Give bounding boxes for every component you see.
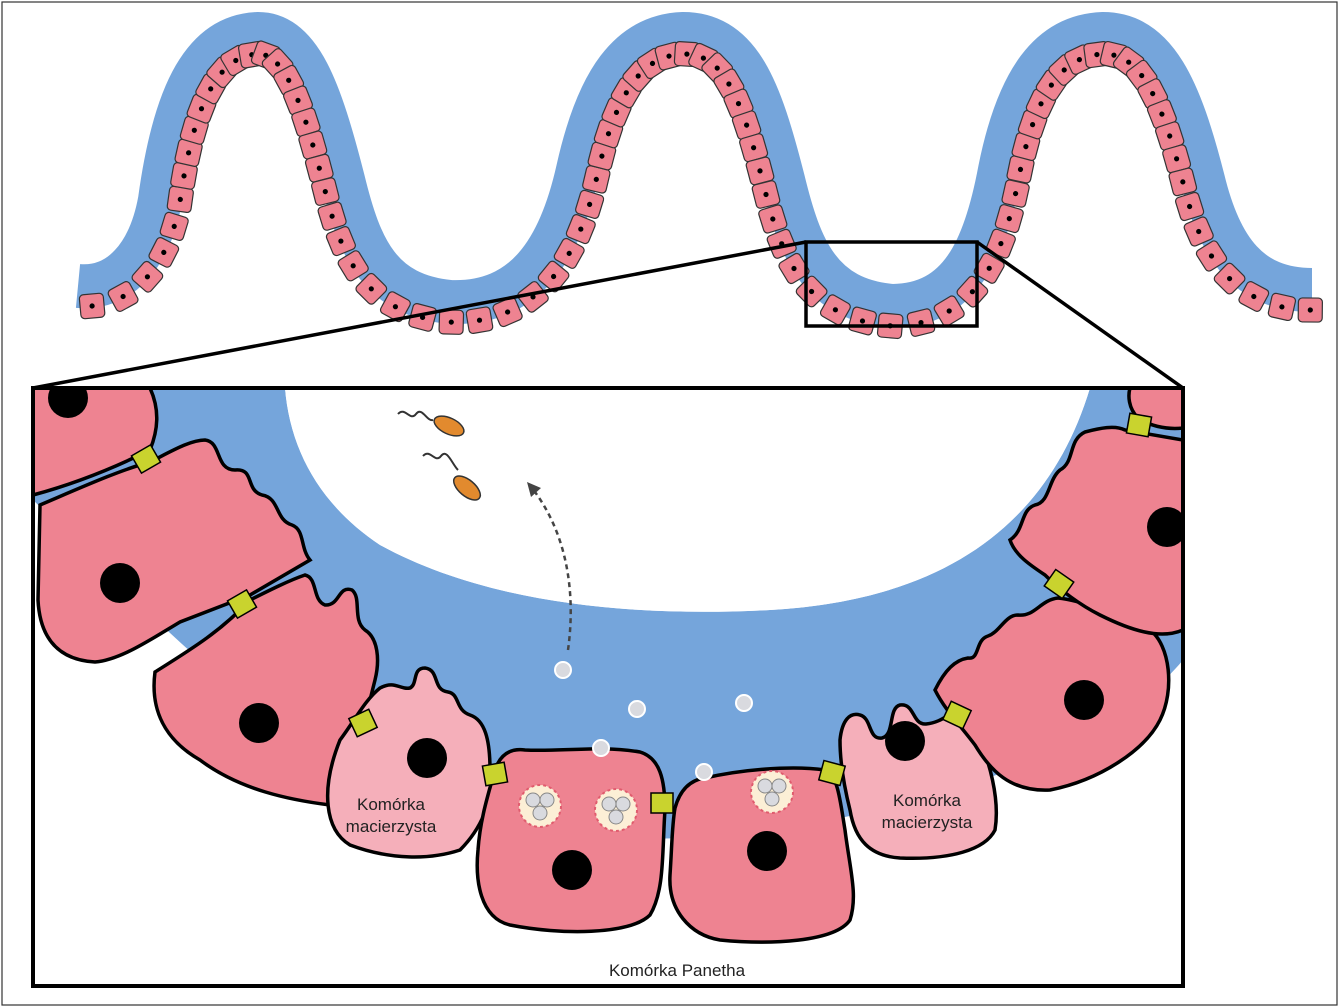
granule-vesicle bbox=[751, 771, 793, 813]
nucleus bbox=[1064, 680, 1104, 720]
stem-cell-label-left: Komórka bbox=[357, 795, 426, 814]
overview-cell bbox=[1168, 167, 1197, 196]
nucleus bbox=[239, 703, 279, 743]
overview-cell bbox=[167, 186, 194, 213]
nucleus bbox=[100, 563, 140, 603]
secreted-granule bbox=[736, 695, 752, 711]
stem-cell-label-left-2: macierzysta bbox=[346, 817, 437, 836]
overview-cell bbox=[906, 308, 935, 337]
granule-vesicle bbox=[595, 789, 637, 831]
paneth-cell-label: Komórka Panetha bbox=[609, 961, 746, 980]
overview-cell bbox=[1001, 179, 1030, 208]
secreted-granule bbox=[696, 764, 712, 780]
nucleus bbox=[885, 721, 925, 761]
overview-cell bbox=[1298, 298, 1322, 322]
stem-cell-label-right-2: macierzysta bbox=[882, 813, 973, 832]
nucleus bbox=[407, 738, 447, 778]
overview-cell bbox=[439, 310, 464, 335]
secreted-granule bbox=[593, 740, 609, 756]
overview-cell bbox=[466, 306, 494, 334]
overview-cell bbox=[311, 177, 340, 206]
secreted-granule bbox=[555, 662, 571, 678]
secreted-granule bbox=[629, 701, 645, 717]
nucleus bbox=[552, 850, 592, 890]
tight-junction bbox=[1126, 413, 1151, 437]
nucleus bbox=[747, 831, 787, 871]
overview-cell bbox=[751, 180, 780, 209]
tight-junction bbox=[651, 793, 673, 813]
stem-cell-label-right: Komórka bbox=[893, 791, 962, 810]
overview-cell bbox=[79, 293, 105, 319]
overview-cell bbox=[1268, 293, 1297, 322]
tight-junction bbox=[482, 762, 507, 786]
granule-vesicle bbox=[519, 785, 561, 827]
